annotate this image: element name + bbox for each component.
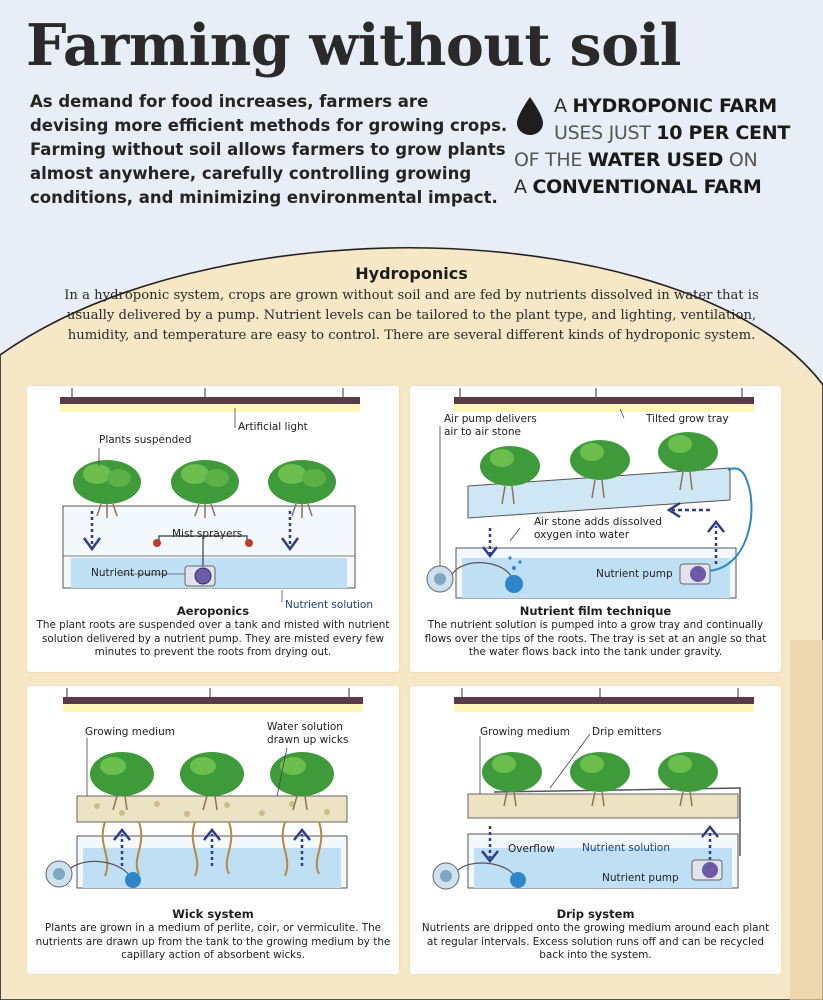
air-pump (45, 860, 141, 888)
plant (570, 440, 630, 499)
wick-title: Wick system (172, 907, 254, 921)
plant (90, 752, 154, 811)
air-pump (432, 862, 526, 890)
intro-text: As demand for food increases, farmers ar… (30, 92, 508, 207)
nft-diagram (426, 388, 754, 599)
nutrient-solution-label: Nutrient solution (285, 599, 374, 611)
light-bar (454, 388, 754, 412)
nft-pump-label: Nutrient pump (596, 568, 673, 580)
nft-panel: Air pump delivers air to air stone Tilte… (410, 386, 781, 672)
aeroponics-caption: The plant roots are suspended over a tan… (36, 619, 390, 658)
air-stone (505, 556, 523, 593)
air-stone-label: Air stone adds dissolved oxygen into wat… (534, 516, 662, 541)
plant (658, 432, 718, 491)
plant (570, 752, 630, 807)
water-solution-label: Water solution drawn up wicks (267, 721, 349, 746)
plant (73, 460, 141, 518)
light-bar (60, 388, 360, 412)
wicks (101, 821, 323, 877)
plant (270, 752, 334, 811)
nft-caption: The nutrient solution is pumped into a g… (424, 619, 767, 658)
overflow-label: Overflow (508, 843, 555, 855)
plant (180, 752, 244, 811)
drip-pump-label: Nutrient pump (602, 872, 679, 884)
page-title: Farming without soil (26, 12, 681, 79)
plant (482, 752, 542, 807)
air-pump-label: Air pump delivers air to air stone (444, 413, 537, 438)
light-bar (63, 688, 363, 712)
drip-emitters (493, 787, 741, 856)
drip-medium-label: Growing medium (480, 726, 570, 738)
mist-sprayers-label: Mist sprayers (172, 528, 243, 540)
nft-title: Nutrient film technique (519, 604, 672, 618)
plant (480, 446, 540, 505)
drip-solution-label: Nutrient solution (582, 842, 671, 854)
wick-caption: Plants are grown in a medium of perlite,… (35, 922, 391, 961)
nutrient-pump (184, 565, 216, 587)
artificial-light-label: Artificial light (238, 421, 308, 433)
nutrient-pump (679, 563, 711, 585)
drip-caption: Nutrients are dripped onto the growing m… (421, 922, 770, 961)
wick-panel: Growing medium Water solution drawn up w… (27, 686, 399, 974)
section-title: Hydroponics (355, 264, 468, 283)
plant (171, 460, 239, 518)
growing-medium-label: Growing medium (85, 726, 175, 738)
nutrient-pump (691, 859, 723, 881)
aeroponics-panel: Artificial light Plants suspended Mist s… (27, 386, 399, 672)
growing-medium (76, 795, 348, 823)
tilted-tray-label: Tilted grow tray (646, 413, 729, 425)
drip-panel: Growing medium Drip emitters Overflow Nu… (410, 686, 781, 974)
mist-sprayers (153, 535, 253, 570)
drip-emitters-label: Drip emitters (592, 726, 662, 738)
nutrient-pump-label: Nutrient pump (91, 567, 168, 579)
water-drop-icon (517, 97, 543, 135)
light-bar (454, 688, 754, 712)
water-fact: A HYDROPONIC FARM USES JUST 10 PER CENT … (514, 95, 790, 198)
air-pump (426, 426, 513, 593)
drip-diagram (432, 688, 754, 890)
plants-suspended-label: Plants suspended (99, 434, 192, 446)
plant (658, 752, 718, 807)
section-intro: In a hydroponic system, crops are grown … (64, 288, 759, 343)
aeroponics-title: Aeroponics (176, 604, 250, 618)
wick-diagram (45, 688, 363, 889)
drip-title: Drip system (556, 907, 635, 921)
aeroponics-diagram (60, 388, 360, 602)
plant (268, 460, 336, 518)
